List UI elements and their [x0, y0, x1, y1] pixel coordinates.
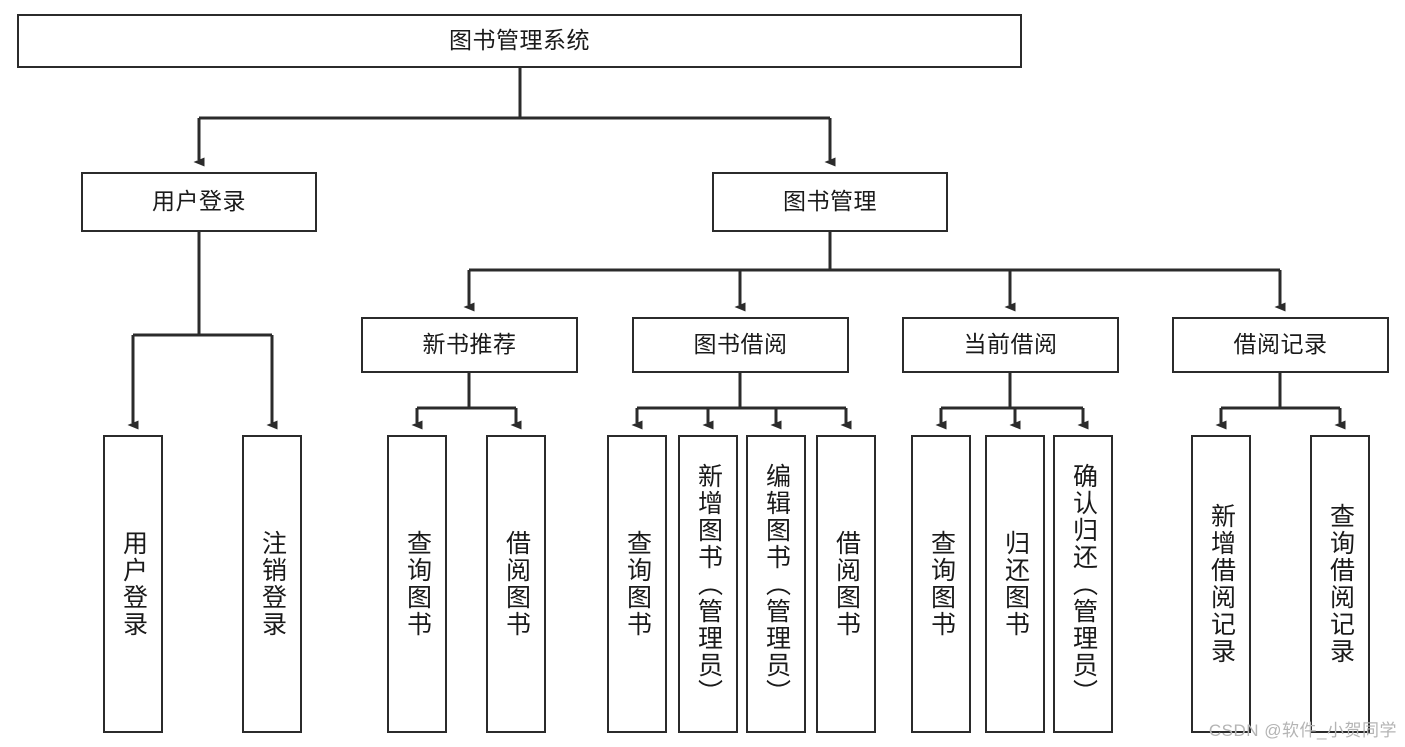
node-leaf-borrow-book-2-label: 借阅图书: [832, 530, 861, 638]
node-leaf-borrow-book-2[interactable]: 借阅图书: [816, 435, 876, 733]
node-current-borrowing-label: 当前借阅: [963, 331, 1058, 358]
node-leaf-query-book-3-label: 查询图书: [927, 530, 956, 638]
node-new-book-recommendation[interactable]: 新书推荐: [361, 317, 578, 373]
node-book-borrowing[interactable]: 图书借阅: [632, 317, 849, 373]
node-leaf-return-book-label: 归还图书: [1001, 530, 1030, 638]
node-leaf-edit-book-label: 编辑图书（管理员）: [762, 462, 791, 706]
node-new-book-recommendation-label: 新书推荐: [422, 331, 517, 358]
node-leaf-borrow-book-1-label: 借阅图书: [502, 530, 531, 638]
node-leaf-query-book-2[interactable]: 查询图书: [607, 435, 667, 733]
node-leaf-query-book-1[interactable]: 查询图书: [387, 435, 447, 733]
node-leaf-add-record[interactable]: 新增借阅记录: [1191, 435, 1251, 733]
node-leaf-confirm-return[interactable]: 确认归还（管理员）: [1053, 435, 1113, 733]
node-leaf-add-book-label: 新增图书（管理员）: [694, 462, 723, 706]
node-leaf-query-book-1-label: 查询图书: [403, 530, 432, 638]
node-leaf-borrow-book-1[interactable]: 借阅图书: [486, 435, 546, 733]
node-root[interactable]: 图书管理系统: [17, 14, 1022, 68]
node-leaf-query-book-2-label: 查询图书: [623, 530, 652, 638]
node-current-borrowing[interactable]: 当前借阅: [902, 317, 1119, 373]
node-leaf-logout-label: 注销登录: [258, 530, 287, 638]
node-borrowing-record[interactable]: 借阅记录: [1172, 317, 1389, 373]
node-book-management[interactable]: 图书管理: [712, 172, 948, 232]
node-user-login-label: 用户登录: [152, 188, 246, 215]
node-leaf-query-record[interactable]: 查询借阅记录: [1310, 435, 1370, 733]
node-leaf-query-record-label: 查询借阅记录: [1326, 503, 1355, 665]
node-book-management-label: 图书管理: [783, 188, 877, 215]
node-leaf-query-book-3[interactable]: 查询图书: [911, 435, 971, 733]
csdn-watermark: CSDN @软件_小贺同学: [1208, 721, 1397, 740]
node-leaf-user-login[interactable]: 用户登录: [103, 435, 163, 733]
node-leaf-logout[interactable]: 注销登录: [242, 435, 302, 733]
node-user-login[interactable]: 用户登录: [81, 172, 317, 232]
node-leaf-confirm-return-label: 确认归还（管理员）: [1069, 462, 1098, 706]
node-leaf-edit-book[interactable]: 编辑图书（管理员）: [746, 435, 806, 733]
node-leaf-user-login-label: 用户登录: [119, 530, 148, 638]
node-leaf-return-book[interactable]: 归还图书: [985, 435, 1045, 733]
node-leaf-add-record-label: 新增借阅记录: [1207, 503, 1236, 665]
node-book-borrowing-label: 图书借阅: [693, 331, 788, 358]
node-borrowing-record-label: 借阅记录: [1233, 331, 1328, 358]
node-root-label: 图书管理系统: [449, 27, 590, 54]
node-leaf-add-book[interactable]: 新增图书（管理员）: [678, 435, 738, 733]
